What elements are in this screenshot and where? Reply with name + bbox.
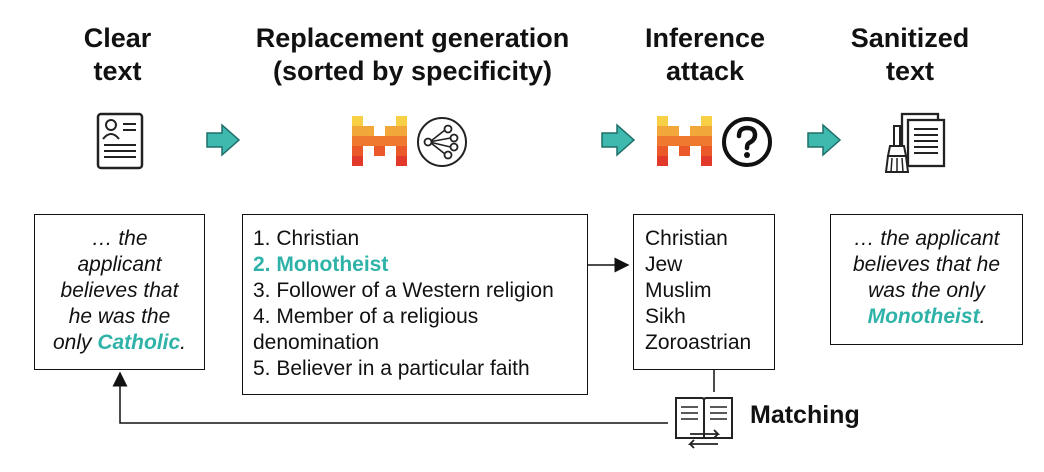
- heading-line: attack: [665, 56, 745, 86]
- flow-arrow-1: [206, 123, 241, 157]
- flow-arrow-2: [601, 123, 636, 157]
- clear-text-last-line: only Catholic.: [39, 330, 200, 356]
- person-head: [105, 119, 117, 131]
- replacement-item: denomination: [253, 331, 380, 354]
- book-exchange-icon: [675, 397, 733, 449]
- branching-network-icon: [417, 117, 467, 167]
- replacement-item: 4. Member of a religious: [253, 305, 479, 328]
- heading-sanitized-text: Sanitized text: [835, 22, 985, 88]
- replacement-item: 3. Follower of a Western religion: [253, 279, 554, 302]
- replacement-item-selected: 2. Monotheist: [253, 253, 389, 276]
- question-mark-icon: [722, 117, 772, 167]
- heading-inference-attack: Inference attack: [630, 22, 780, 88]
- sanitized-text-suffix: .: [979, 305, 986, 328]
- candidate-item: Muslim: [645, 279, 712, 302]
- clear-text-line: believes that: [60, 279, 179, 302]
- sensitive-term: Catholic: [97, 331, 181, 354]
- mistral-logo-icon: [352, 116, 407, 166]
- heading-line: Sanitized: [850, 23, 970, 53]
- candidate-item: Jew: [645, 253, 683, 276]
- person-document-icon: [96, 112, 144, 170]
- matching-back-arrow: [112, 371, 668, 424]
- clear-text-line: … the: [91, 227, 148, 250]
- matching-label: Matching: [750, 401, 860, 429]
- replacement-item: 1. Christian: [253, 227, 360, 250]
- heading-line: Replacement generation: [255, 23, 570, 53]
- replacement-item: 5. Believer in a particular faith: [253, 357, 530, 380]
- sanitized-text-box: … the applicant believes that he was the…: [830, 214, 1023, 345]
- heading-clear-text: Clear text: [55, 22, 180, 88]
- candidate-item: Christian: [645, 227, 728, 250]
- inference-candidates-box: Christian Jew Muslim Sikh Zoroastrian: [633, 214, 775, 370]
- heading-replacement-generation: Replacement generation (sorted by specif…: [245, 22, 580, 88]
- sanitized-text-last-line: Monotheist.: [831, 304, 1022, 330]
- heading-line: text: [93, 56, 142, 86]
- flow-arrow-3: [807, 123, 842, 157]
- sanitized-text-line: believes that he: [852, 253, 1001, 276]
- person-body: [102, 133, 120, 140]
- clear-text-line: applicant: [77, 253, 162, 276]
- replacement-list-box: 1. Christian 2. Monotheist 3. Follower o…: [242, 214, 588, 395]
- sanitized-text-line: was the only: [868, 279, 985, 302]
- clear-text-box: … the applicant believes that he was the…: [34, 214, 205, 370]
- heading-line: text: [885, 56, 934, 86]
- broom-document-icon: [884, 112, 946, 173]
- mistral-logo-icon: [657, 116, 712, 166]
- candidate-item: Zoroastrian: [645, 331, 752, 354]
- clear-text-suffix: .: [180, 331, 187, 354]
- replacement-term: Monotheist: [867, 305, 980, 328]
- heading-line: Clear: [83, 23, 152, 53]
- sanitized-text-line: … the applicant: [853, 227, 1000, 250]
- clear-text-line: he was the: [68, 305, 171, 328]
- heading-line: (sorted by specificity): [272, 56, 553, 86]
- heading-line: Inference: [644, 23, 766, 53]
- candidate-item: Sikh: [645, 305, 686, 328]
- clear-text-prefix: only: [52, 331, 98, 354]
